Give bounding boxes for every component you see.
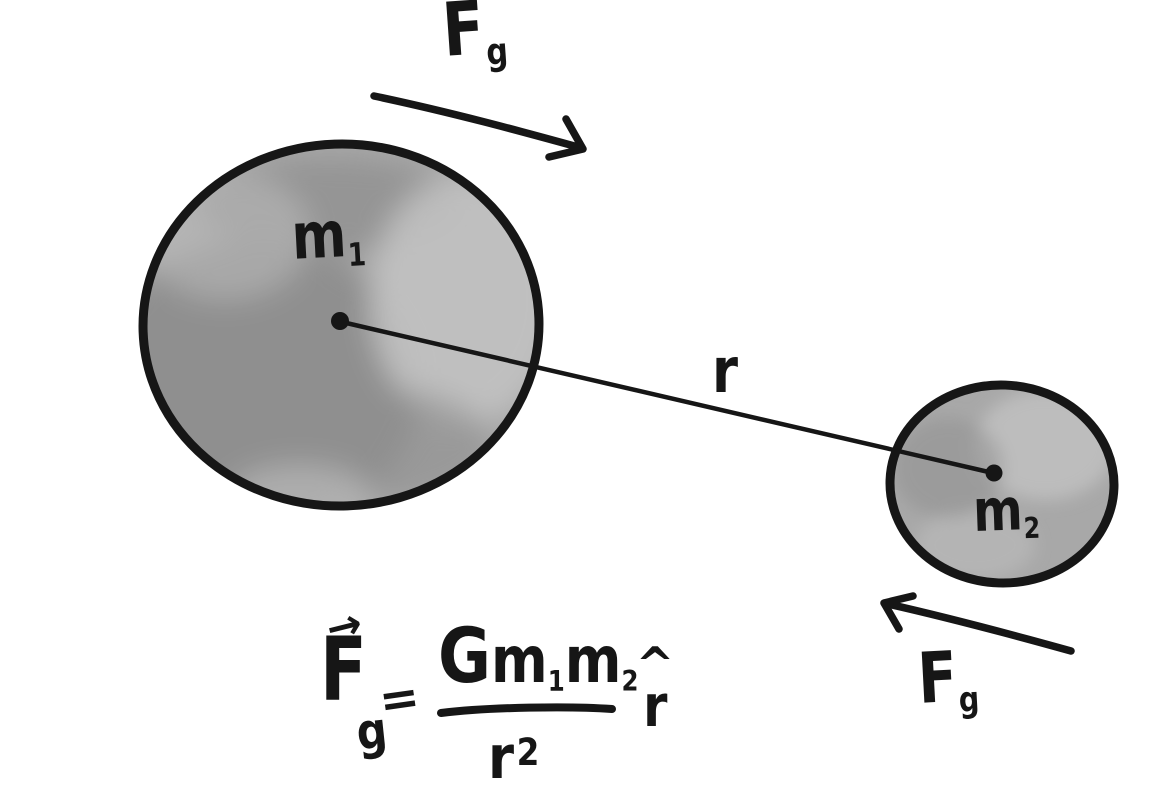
numerator-mass1: m (491, 624, 548, 698)
force-label-top: Fg (440, 0, 510, 74)
separation-symbol: r (712, 334, 738, 407)
force-bottom-symbol: F (915, 635, 960, 720)
mass2-shade-blob (893, 418, 1003, 518)
force-arrow-bottom-shaft (884, 600, 1075, 655)
force-arrow-bottom (880, 592, 1075, 655)
formula-force-symbol: F (320, 618, 367, 721)
mass2-label: m2 (972, 475, 1041, 545)
mass1-symbol: m (289, 198, 349, 275)
mass1-subscript: 1 (346, 235, 368, 275)
separation-line-group (331, 312, 1003, 482)
force-bottom-subscript: g (957, 679, 981, 721)
force-arrow-top-shaft (370, 92, 582, 151)
force-arrow-top (370, 92, 587, 161)
mass1-label: m1 (290, 198, 367, 275)
denominator-exponent: 2 (516, 729, 540, 774)
mass1-circle (138, 139, 544, 511)
numerator-mass2-sub: 2 (621, 664, 639, 699)
formula-denominator: r2 (488, 728, 539, 788)
mass2-subscript: 2 (1023, 510, 1041, 546)
numerator-mass1-sub: 1 (547, 664, 565, 699)
unit-vector-symbol: r (642, 672, 668, 741)
mass2-outline (885, 380, 1119, 588)
denominator-base: r (488, 723, 515, 793)
force-label-bottom: Fg (916, 636, 981, 721)
mass1-outline (138, 139, 544, 511)
mass2-symbol: m (971, 475, 1024, 545)
mass2-light-blob (915, 510, 1035, 580)
equals-sign: = (375, 668, 424, 730)
force-top-subscript: g (484, 29, 510, 74)
mass1-shade-blob (300, 390, 490, 500)
force-arrow-bottom-head (880, 592, 917, 633)
separation-line (339, 319, 996, 476)
formula-fraction-bar (437, 703, 616, 717)
mass1-light-blob (370, 175, 537, 425)
numerator-mass2: m (564, 624, 622, 698)
gravitation-formula: → F g = Gm1m2 r2 ^r (316, 598, 706, 800)
mass2-circle (885, 380, 1119, 588)
mass1-center-dot (331, 312, 349, 330)
separation-label: r (712, 340, 738, 402)
force-arrow-top-head (545, 115, 587, 161)
gravitational-constant: G (438, 611, 492, 700)
mass1-light-blob (230, 465, 370, 504)
unit-vector: ^r (634, 641, 676, 741)
force-top-symbol: F (439, 0, 487, 74)
mass2-center-dot (985, 464, 1003, 482)
formula-numerator: Gm1m2 (438, 618, 638, 696)
